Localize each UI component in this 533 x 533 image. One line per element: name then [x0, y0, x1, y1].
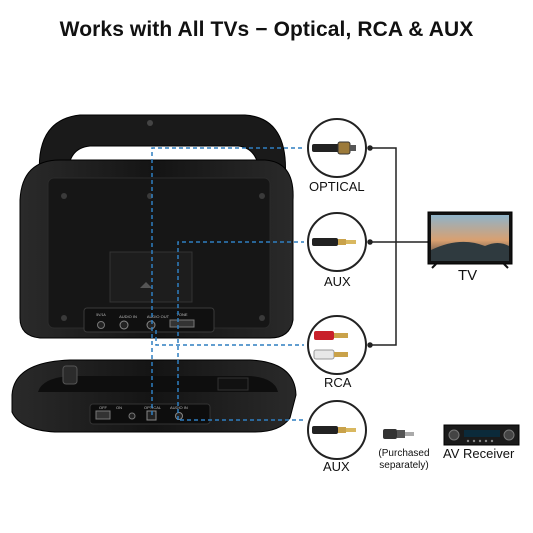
- aux-line-top: [177, 241, 304, 420]
- aux-connector-bottom: [307, 400, 367, 460]
- on-label: ON: [116, 405, 122, 410]
- off-label: OFF: [99, 405, 108, 410]
- av-receiver-icon: [443, 424, 520, 446]
- tv-icon: [427, 211, 513, 269]
- aux-label-top: AUX: [324, 274, 351, 289]
- tv-bracket: [367, 145, 428, 348]
- rca-label: RCA: [324, 375, 352, 390]
- base-audio-in-port: [175, 412, 183, 420]
- tone-switch: [169, 319, 195, 328]
- optical-label: OPTICAL: [309, 179, 365, 194]
- rca-connector: [307, 315, 367, 375]
- optical-port-label: OPTICAL: [144, 405, 162, 410]
- aux-connector-top: [307, 212, 367, 272]
- av-receiver-label: AV Receiver: [443, 446, 515, 461]
- connection-lines: [151, 147, 304, 421]
- audio-out-port: [146, 320, 156, 330]
- purchased-note: (Purchased separately): [371, 448, 437, 472]
- aux-label-bottom: AUX: [323, 459, 350, 474]
- charging-base: OFF ON OPTICAL AUDIO IN: [11, 359, 297, 433]
- adapter-icon: [383, 429, 414, 439]
- dc-port: [97, 321, 105, 329]
- audio-in-label: AUDIO IN: [119, 314, 137, 319]
- tone-label: TONE: [176, 312, 187, 317]
- tv-label: TV: [458, 267, 478, 284]
- dc-label: 5V/1A: [96, 313, 106, 317]
- base-audio-in-label: AUDIO IN: [170, 405, 188, 410]
- battery-door: [109, 251, 193, 303]
- page-title: Works with All TVs − Optical, RCA & AUX: [59, 18, 474, 41]
- audio-in-port: [119, 320, 129, 330]
- purchased-line-2: separately): [379, 460, 429, 471]
- optical-connector: [307, 118, 367, 178]
- purchased-line-1: (Purchased: [378, 448, 430, 459]
- power-switch: [95, 410, 111, 420]
- rca-line: [155, 330, 304, 346]
- speaker-unit: 5V/1A AUDIO IN AUDIO OUT TONE: [19, 114, 294, 339]
- optical-line: [151, 147, 304, 415]
- audio-out-label: AUDIO OUT: [147, 314, 170, 319]
